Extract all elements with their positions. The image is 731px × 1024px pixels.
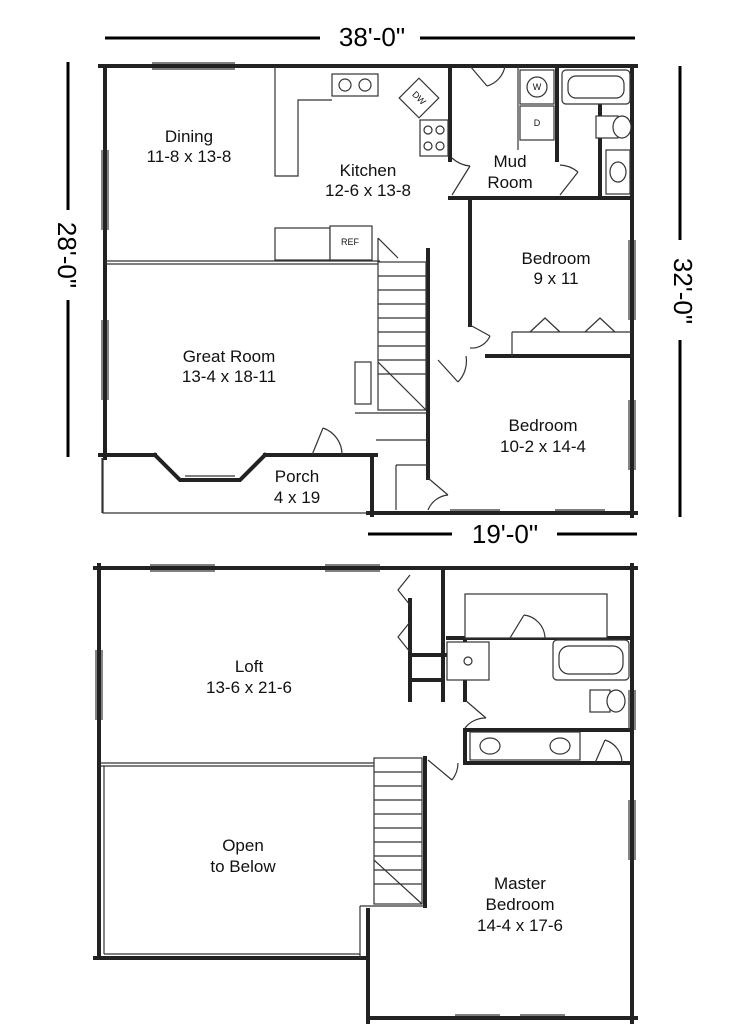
upper-floor-stairs [373,757,423,905]
main-floor-walls [98,64,638,518]
kitchen-size: 12-6 x 13-8 [325,181,411,200]
toilet-bowl [612,115,632,139]
great-room-size: 13-4 x 18-11 [182,367,276,386]
bedroom-2-name: Bedroom [509,416,578,435]
porch-name: Porch [275,467,319,486]
dimension-lines: 38'-0" 28'-0" 32'-0" 19'-0" [52,22,698,549]
master-toilet-bowl [606,689,626,713]
mud-room-name-line2: Room [487,173,532,192]
washer [519,69,555,105]
master-bedroom-size: 14-4 x 17-6 [477,916,563,935]
loft-name: Loft [235,657,264,676]
main-floor-labels: Dining 11-8 x 13-8 Kitchen 12-6 x 13-8 M… [147,127,591,507]
refrigerator [329,225,373,261]
upper-floor-labels: Loft 13-6 x 21-6 Open to Below Master Be… [206,657,563,935]
upper-floor-doors [397,574,623,781]
great-room-name: Great Room [183,347,276,366]
right-dimension-label: 32'-0" [668,258,698,324]
upper-floor-windows [95,564,636,1016]
shower [446,641,490,681]
dining-size: 11-8 x 13-8 [147,147,232,166]
range [419,119,449,157]
open-to-below-line1: Open [222,836,264,855]
loft-size: 13-6 x 21-6 [206,678,292,697]
open-to-below-line2: to Below [210,857,276,876]
master-bedroom-line2: Bedroom [486,895,555,914]
kitchen-name: Kitchen [340,161,397,180]
main-floor-windows [101,62,636,511]
bedroom-1-size: 9 x 11 [533,269,578,288]
mud-room-name: Mud [493,152,526,171]
bedroom-1-name: Bedroom [522,249,591,268]
porch-size: 4 x 19 [274,488,320,507]
master-bathtub [552,639,630,681]
refrigerator-label: REF [341,237,360,247]
left-dimension-label: 28'-0" [52,222,82,288]
dryer [519,105,555,141]
main-floor-fixtures: DW REF W D [274,69,632,261]
washer-label: W [533,82,542,92]
bedroom-2-size: 10-2 x 14-4 [500,437,586,456]
double-vanity [469,731,581,761]
upper-floor-fixtures [446,639,630,761]
main-floor-stairs [354,261,427,411]
top-dimension-label: 38'-0" [339,22,405,52]
bottom-dimension-label: 19'-0" [472,519,538,549]
main-floor-doors [311,65,616,511]
master-bedroom-line1: Master [494,874,546,893]
dining-name: Dining [165,127,213,146]
bathtub [561,69,631,105]
upper-floor-walls [93,563,638,1024]
dishwasher [398,77,440,119]
dryer-label: D [534,118,541,128]
